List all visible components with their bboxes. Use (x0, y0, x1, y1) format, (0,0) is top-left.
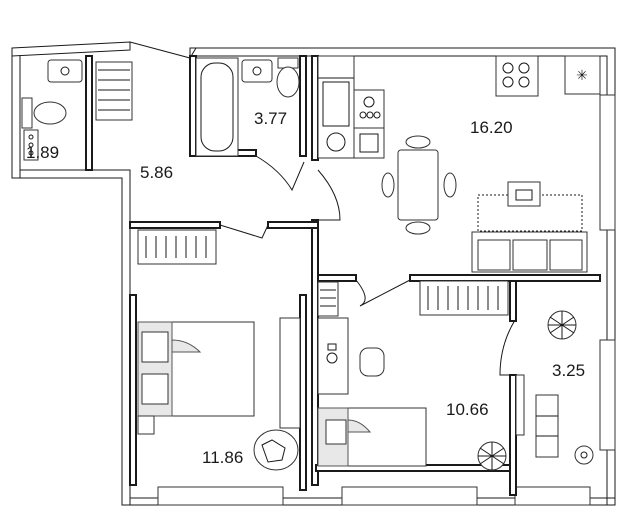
wc-cistern (21, 97, 33, 129)
plant-icon (477, 441, 507, 471)
balcony (515, 310, 594, 465)
wardrobe-3 (419, 280, 509, 316)
area-label-wc: 1.89 (26, 143, 59, 162)
bathtub (195, 57, 239, 157)
wc-toilet (33, 101, 67, 125)
pillow (141, 331, 169, 363)
exterior-walls (11, 41, 616, 506)
wc-fixtures (21, 59, 133, 161)
area-label-balcony: 3.25 (552, 361, 585, 380)
interior-walls (85, 55, 601, 496)
pillow (141, 373, 169, 405)
wardrobe-1 (137, 229, 217, 265)
plant-icon (547, 310, 577, 340)
tv (507, 181, 541, 207)
kitchen-hob-side (353, 89, 385, 129)
wc-sink (47, 59, 83, 83)
area-labels: 1.89 5.86 3.77 16.20 3.25 10.66 11.86 (26, 109, 585, 467)
kitchen: ✳ (317, 55, 601, 159)
wardrobe-2 (279, 317, 301, 429)
area-label-bedroom-1: 11.86 (202, 448, 243, 467)
desk (317, 317, 349, 395)
balcony-chair (535, 394, 559, 458)
stove (495, 55, 539, 97)
hood-icon: ✳ (576, 68, 588, 84)
bath-toilet (276, 66, 300, 98)
pillow (325, 419, 347, 445)
balcony-table (574, 445, 594, 465)
area-label-bedroom-2: 10.66 (446, 400, 489, 419)
bedroom-2 (317, 280, 509, 471)
desk-chair (359, 347, 385, 377)
area-label-kitchen-living: 16.20 (470, 118, 513, 137)
kitchen-column (317, 55, 355, 159)
dining-table (397, 149, 439, 221)
rug (253, 429, 299, 471)
kitchen-sink (353, 127, 385, 159)
bedroom-1 (137, 229, 301, 471)
shelf (317, 281, 339, 317)
bath-sink (241, 59, 273, 83)
bath-fixtures (195, 57, 300, 157)
area-label-bath: 3.77 (254, 109, 287, 128)
wc-shelf (95, 61, 133, 121)
living-set (471, 181, 588, 273)
hood (564, 55, 601, 95)
doors (129, 41, 516, 381)
dining-set (381, 135, 457, 235)
area-label-hall: 5.86 (140, 163, 173, 182)
